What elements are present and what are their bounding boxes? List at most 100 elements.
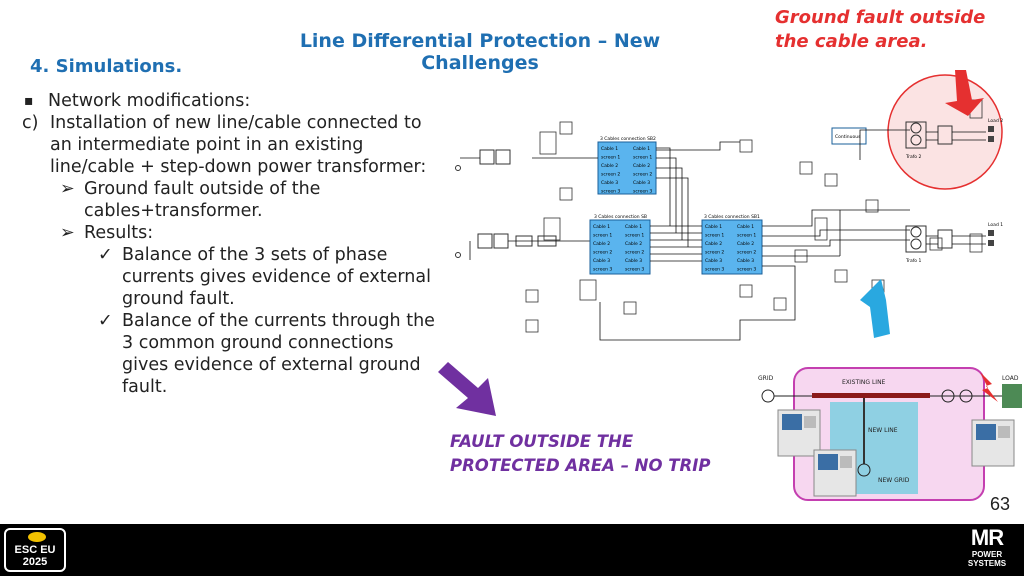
cable-block-top bbox=[597, 141, 657, 195]
callout-no-trip-line1: FAULT OUTSIDE THE bbox=[450, 432, 634, 451]
port-label: Cable 2 bbox=[633, 163, 650, 169]
port-label: Cable 1 bbox=[705, 224, 722, 230]
continuous-block bbox=[831, 127, 867, 145]
bullet-network-modifications: Network modifications: bbox=[22, 90, 442, 112]
transformer-icon bbox=[941, 389, 955, 403]
port-label: Cable 2 bbox=[737, 241, 754, 247]
lightning-icon bbox=[980, 372, 998, 402]
page-number: 63 bbox=[990, 494, 1011, 514]
port-label: screen 3 bbox=[593, 267, 612, 273]
port-label: screen 1 bbox=[633, 155, 652, 161]
arrow-bullet-icon: ➢ bbox=[60, 223, 75, 243]
port-label: screen 2 bbox=[593, 250, 612, 256]
transformer-bottom: Trafo 1 Load 1 bbox=[905, 222, 1003, 264]
item-c-text: Installation of new line/cable connected… bbox=[50, 113, 427, 177]
sub-results: ➢ Results: bbox=[22, 222, 442, 244]
port-label: screen 2 bbox=[737, 250, 756, 256]
source-top bbox=[455, 149, 511, 171]
load-block bbox=[1002, 384, 1022, 408]
block-top-title: 3 Cables connection SB2 bbox=[600, 136, 656, 142]
mr-logo-mark: MR bbox=[970, 525, 1004, 550]
port-label: Cable 2 bbox=[593, 241, 610, 247]
network-inset-diagram: GRID EXISTING LINE LOAD NEW LINE NEW GRI… bbox=[758, 367, 1022, 501]
port-label: Cable 2 bbox=[625, 241, 642, 247]
cyan-arrow-icon bbox=[860, 279, 890, 338]
sub-ground-fault: ➢ Ground fault outside of the cables+tra… bbox=[22, 178, 442, 222]
port-label: screen 3 bbox=[705, 267, 724, 273]
port-label: Cable 3 bbox=[601, 180, 618, 186]
port-label: Cable 3 bbox=[625, 258, 642, 264]
port-label: Cable 3 bbox=[633, 180, 650, 186]
port-label: Cable 1 bbox=[737, 224, 754, 230]
port-label: screen 1 bbox=[625, 233, 644, 239]
item-c: c) Installation of new line/cable connec… bbox=[22, 112, 442, 178]
port-label: screen 1 bbox=[601, 155, 620, 161]
port-label: screen 3 bbox=[625, 267, 644, 273]
port-label: Cable 1 bbox=[633, 146, 650, 152]
callout-no-trip: FAULT OUTSIDE THE PROTECTED AREA – NO TR… bbox=[450, 430, 710, 478]
port-label: Cable 1 bbox=[601, 146, 618, 152]
port-label: screen 2 bbox=[633, 172, 652, 178]
esc-eu-logo-line1: ESC EU bbox=[14, 544, 56, 556]
esc-eu-logo-line2: 2025 bbox=[22, 556, 48, 568]
relay-device-2 bbox=[813, 449, 857, 497]
port-label: Cable 2 bbox=[601, 163, 618, 169]
arrow-bullet-icon: ➢ bbox=[60, 179, 75, 199]
plug-icon bbox=[28, 532, 46, 542]
result-phase-currents: ✓ Balance of the 3 sets of phase current… bbox=[22, 244, 442, 310]
port-label: screen 1 bbox=[737, 233, 756, 239]
section-heading: 4. Simulations. bbox=[30, 56, 183, 77]
sub-ground-fault-text: Ground fault outside of the cables+trans… bbox=[84, 179, 321, 221]
source-mid bbox=[455, 233, 590, 258]
bullet-list: Network modifications: c) Installation o… bbox=[22, 90, 442, 398]
cable-block-left bbox=[589, 219, 651, 275]
grid-source-icon bbox=[761, 389, 775, 403]
purple-arrow-icon bbox=[438, 362, 496, 416]
mr-power-systems-logo: MR POWER SYSTEMS bbox=[954, 526, 1020, 574]
interconnect-wires bbox=[469, 129, 910, 341]
inset-new-line-label: NEW LINE bbox=[868, 427, 898, 434]
load2-label: Load 2 bbox=[988, 118, 1003, 124]
result-ground-connections: ✓ Balance of the currents through the 3 … bbox=[22, 310, 442, 398]
block-left-title: 3 Cables connection SB bbox=[594, 214, 647, 220]
port-label: Cable 1 bbox=[625, 224, 642, 230]
slide: Line Differential Protection – New Chall… bbox=[0, 0, 1024, 524]
sub-results-text: Results: bbox=[84, 223, 154, 243]
simulink-schematic: Continuous 3 Cables connection SB2 Cable… bbox=[455, 70, 1003, 341]
port-label: screen 2 bbox=[705, 250, 724, 256]
footer-bar bbox=[0, 524, 1024, 576]
port-label: screen 1 bbox=[705, 233, 724, 239]
slide-title: Line Differential Protection – New Chall… bbox=[299, 30, 661, 74]
port-label: Cable 3 bbox=[593, 258, 610, 264]
check-icon: ✓ bbox=[98, 311, 113, 331]
red-arrow-icon bbox=[945, 70, 984, 116]
check-icon: ✓ bbox=[98, 245, 113, 265]
block-right-title: 3 Cables connection SB1 bbox=[704, 214, 760, 220]
mr-logo-line2: SYSTEMS bbox=[967, 559, 1007, 568]
inset-load-label: LOAD bbox=[1002, 375, 1019, 382]
port-label: screen 2 bbox=[625, 250, 644, 256]
existing-line-bar bbox=[812, 393, 930, 398]
inset-new-grid-label: NEW GRID bbox=[878, 477, 910, 484]
continuous-label: Continuous bbox=[835, 134, 861, 140]
port-label: Cable 3 bbox=[737, 258, 754, 264]
item-c-label: c) bbox=[22, 113, 39, 133]
load1-label: Load 1 bbox=[988, 222, 1003, 228]
port-label: screen 3 bbox=[737, 267, 756, 273]
load-glyphs bbox=[988, 126, 994, 246]
port-label: Cable 3 bbox=[705, 258, 722, 264]
port-label: screen 1 bbox=[593, 233, 612, 239]
port-label: screen 3 bbox=[633, 189, 652, 195]
port-label: screen 2 bbox=[601, 172, 620, 178]
inset-grid-label: GRID bbox=[758, 375, 774, 382]
port-label: Cable 2 bbox=[705, 241, 722, 247]
callout-ground-fault-line2: the cable area. bbox=[775, 31, 928, 52]
relay-device-3 bbox=[971, 419, 1015, 467]
measurement-blocks bbox=[525, 99, 983, 333]
relay-device-1 bbox=[777, 409, 821, 457]
inset-existing-line-label: EXISTING LINE bbox=[842, 379, 886, 386]
result-phase-currents-text: Balance of the 3 sets of phase currents … bbox=[122, 245, 431, 309]
callout-ground-fault: Ground fault outside the cable area. bbox=[775, 6, 985, 54]
new-grid-source-icon bbox=[857, 463, 871, 477]
esc-eu-logo: ESC EU 2025 bbox=[4, 528, 66, 572]
